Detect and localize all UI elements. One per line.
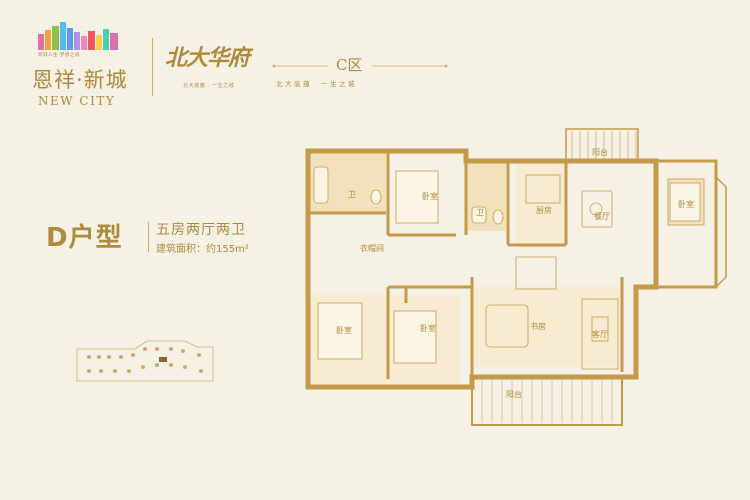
room-label-bed-2: 卧室 bbox=[678, 199, 694, 209]
unit-type: D户型 bbox=[46, 223, 123, 253]
unit-divider bbox=[148, 222, 149, 252]
zone-block: C区 北大底蕴 一生之城 bbox=[270, 54, 450, 104]
room-label-bed-3: 卧室 bbox=[336, 325, 352, 335]
site-plan-thumbnail bbox=[76, 340, 214, 382]
header-divider bbox=[152, 38, 153, 96]
room-label-study: 书房 bbox=[530, 321, 546, 331]
room-label-dining: 餐厅 bbox=[594, 212, 610, 221]
unit-area: 建筑面积：约155m² bbox=[156, 244, 249, 255]
brand-slogan: 新城人生 梦想之城 bbox=[38, 53, 80, 58]
room-label-cloak: 衣帽间 bbox=[360, 243, 384, 253]
brand-logo: 新城人生 梦想之城 恩祥·新城 NEW CITY bbox=[30, 22, 140, 108]
room-label-living: 客厅 bbox=[592, 329, 608, 339]
floor-plan: 卫 卧室 卫 厨房 阳台 餐厅 卧室 衣帽间 卧室 卧室 书房 客厅 阳台 bbox=[305, 128, 727, 426]
project-subtitle: 北大底蕴 · 一生之城 bbox=[183, 83, 235, 89]
room-label-bed-1: 卧室 bbox=[422, 191, 438, 201]
room-label-balcony-top: 阳台 bbox=[592, 147, 608, 157]
unit-rooms: 五房两厅两卫 bbox=[156, 222, 246, 238]
project-name: 北大华府 bbox=[165, 45, 250, 71]
project-logo: 北大华府 北大底蕴 · 一生之城 bbox=[165, 40, 255, 90]
room-label-bath-2: 卫 bbox=[476, 208, 484, 217]
room-label-kitchen: 厨房 bbox=[536, 205, 552, 215]
room-label-bed-4: 卧室 bbox=[420, 323, 436, 333]
room-label-balcony-bottom: 阳台 bbox=[506, 389, 522, 399]
city-skyline-icon bbox=[38, 22, 118, 50]
zone-title: C区 bbox=[336, 56, 363, 74]
brand-name-cn: 恩祥·新城 bbox=[32, 68, 128, 92]
room-label-bath-1: 卫 bbox=[348, 190, 356, 199]
ornament-line-icon bbox=[272, 64, 448, 68]
zone-tagline: 北大底蕴 一生之城 bbox=[276, 80, 357, 88]
brand-name-en: NEW CITY bbox=[38, 94, 116, 108]
